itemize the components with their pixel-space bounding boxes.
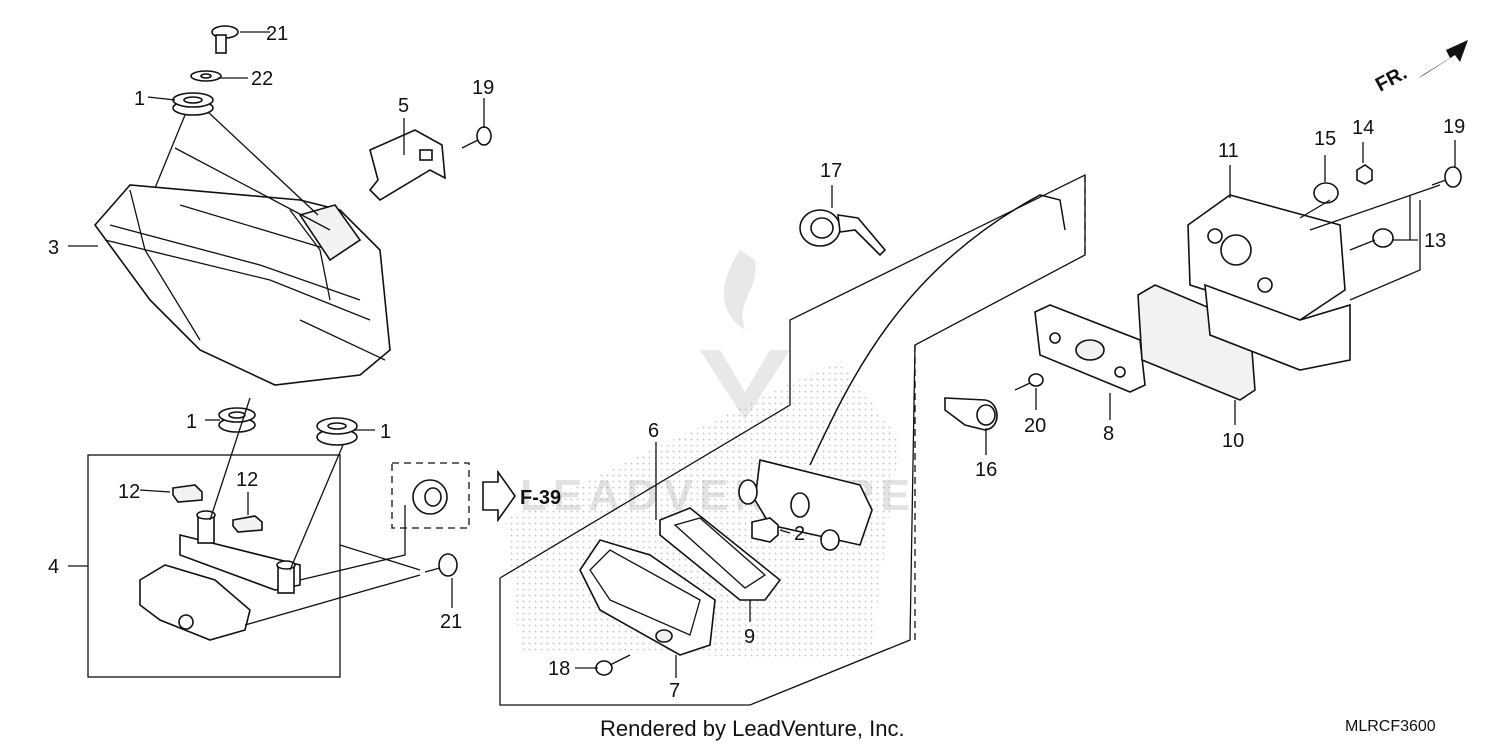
callout-3: 3 [48, 237, 59, 259]
front-direction-label: FR. [1372, 62, 1411, 97]
callout-20: 20 [1024, 415, 1046, 437]
screw-part-20 [1014, 373, 1044, 391]
callout-21-lower: 21 [440, 611, 462, 633]
callout-10: 10 [1222, 430, 1244, 452]
reflector-part-10 [1137, 284, 1256, 401]
tail-housing-part-3 [93, 184, 391, 386]
watermark-logo [700, 250, 790, 420]
callout-labels: 21 22 1 3 5 19 1 1 12 12 4 21 6 2 9 18 7… [48, 23, 1465, 702]
callout-15: 15 [1314, 128, 1336, 150]
callout-1-top: 1 [134, 88, 145, 110]
reference-label: F-39 [520, 487, 561, 509]
collar-part-15 [1313, 182, 1339, 204]
callout-16: 16 [975, 459, 997, 481]
callout-9: 9 [744, 626, 755, 648]
leader-lines-left [68, 31, 485, 626]
callout-1-lower-right: 1 [380, 421, 391, 443]
grommet-reference [412, 479, 448, 515]
nut-part-14 [1356, 164, 1373, 185]
callout-11: 11 [1218, 140, 1239, 162]
front-arrow-icon [1418, 40, 1468, 78]
mount-bracket-part-4 [139, 510, 301, 641]
callout-19-left: 19 [472, 77, 494, 99]
callout-5: 5 [398, 95, 409, 117]
leader-lines-right [575, 140, 1456, 678]
diagram-code: MLRCF3600 [1345, 718, 1436, 735]
callout-4: 4 [48, 556, 59, 578]
callout-12-left: 12 [118, 481, 140, 503]
screw-part-19-right [1431, 166, 1462, 188]
callout-21-top: 21 [266, 23, 288, 45]
reference-arrow-icon [482, 469, 516, 523]
bracket-part-5 [368, 129, 446, 202]
callout-14: 14 [1352, 117, 1374, 139]
callout-6: 6 [648, 420, 659, 442]
socket-assembly [738, 459, 873, 551]
gasket-plate-part-8 [1034, 304, 1146, 393]
cable-tie-part-17 [799, 209, 887, 257]
washer-part-22 [190, 70, 222, 82]
callout-2: 2 [794, 523, 805, 545]
license-light-dashed [914, 175, 1086, 640]
reference-box [391, 462, 470, 529]
pad-part-12-left [172, 484, 203, 503]
grommet-part-1-top [172, 92, 214, 116]
callout-18: 18 [548, 658, 570, 680]
grommet-part-1-lower-left [218, 407, 256, 433]
license-light-outline [499, 173, 1086, 706]
callout-19-right: 19 [1443, 116, 1465, 138]
gasket-part-9 [659, 507, 782, 601]
callout-7: 7 [669, 680, 680, 702]
callout-17: 17 [820, 160, 842, 182]
callout-22: 22 [251, 68, 273, 90]
callout-8: 8 [1103, 423, 1114, 445]
grommet-part-13 [1372, 228, 1394, 248]
pad-part-12-right [232, 515, 263, 533]
bulb-part-2 [751, 517, 779, 543]
lens-part-7 [579, 539, 716, 656]
callout-12-right: 12 [236, 469, 258, 491]
screw-part-18 [595, 654, 631, 676]
grommet-part-1-lower-right [316, 417, 358, 446]
screw-part-21-lower [424, 553, 458, 577]
clamp-part-16 [944, 397, 998, 431]
rendered-by-credit: Rendered by LeadVenture, Inc. [600, 716, 905, 741]
screw-part-19-left [461, 126, 492, 149]
callout-1-lower-left: 1 [186, 411, 197, 433]
callout-13: 13 [1424, 230, 1446, 252]
reflector-housing-part-11 [1187, 194, 1351, 371]
front-direction-indicator: FR. [1372, 40, 1468, 96]
screw-part-21-top [211, 25, 239, 54]
